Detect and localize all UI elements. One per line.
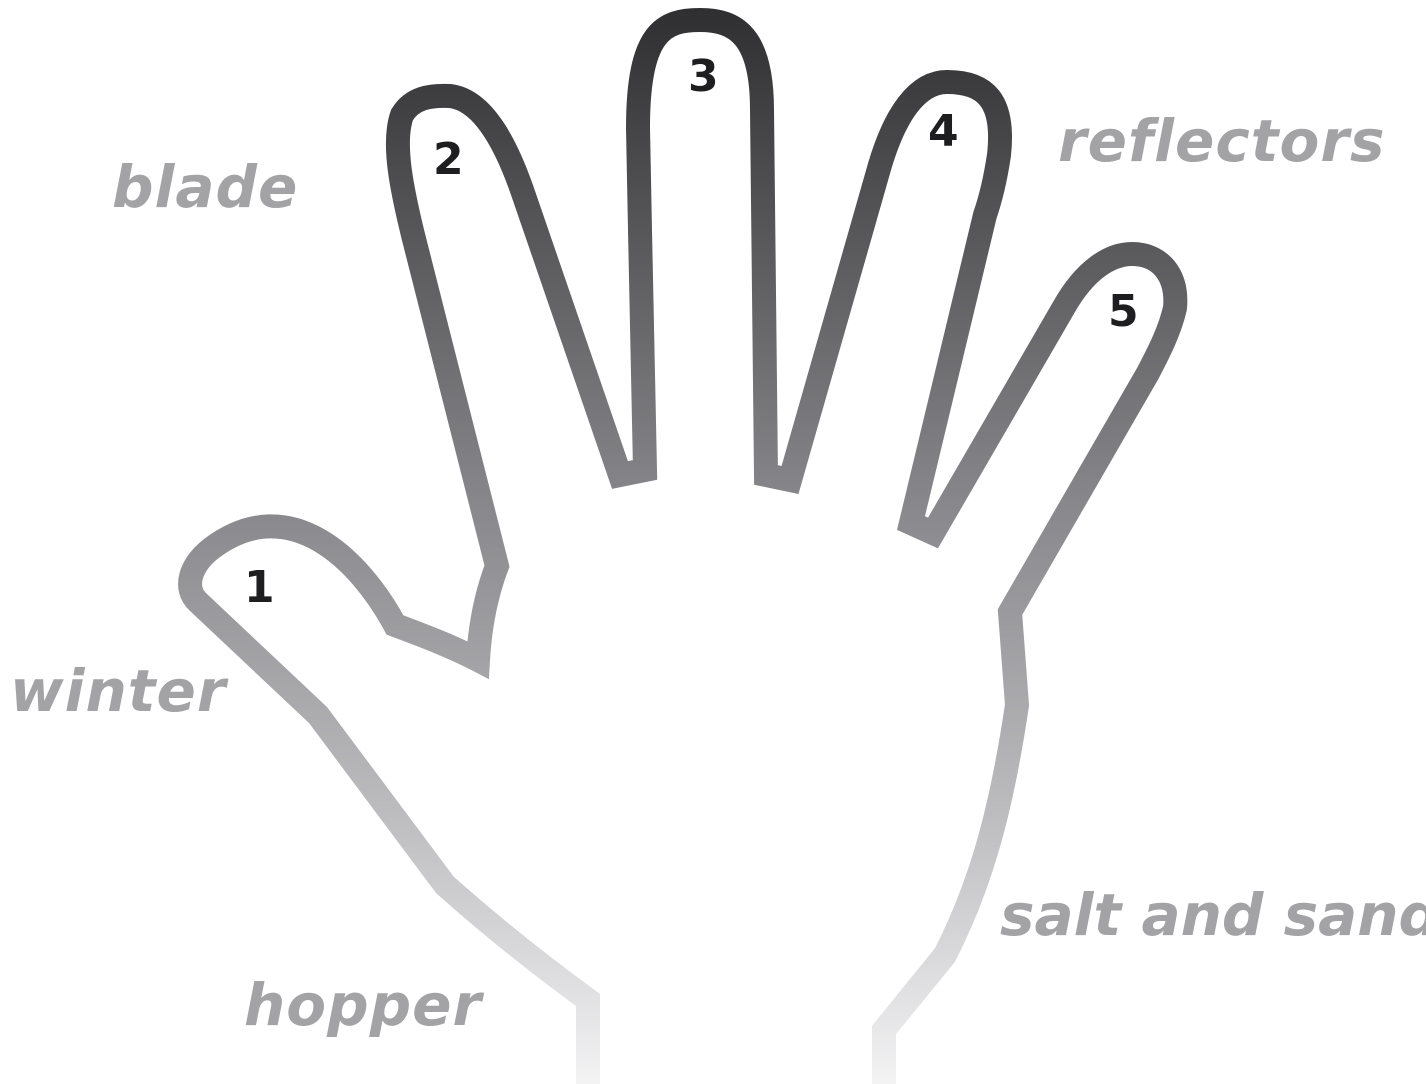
label-winter: winter <box>10 662 226 720</box>
label-hopper: hopper <box>244 976 482 1034</box>
finger-number-4: 4 <box>928 110 959 154</box>
finger-number-3: 3 <box>688 55 719 99</box>
finger-number-5: 5 <box>1108 290 1139 334</box>
finger-number-2: 2 <box>433 138 464 182</box>
label-blade: blade <box>112 158 298 216</box>
label-reflectors: reflectors <box>1058 112 1385 170</box>
label-salt-and-sand: salt and sand <box>1000 886 1426 944</box>
finger-number-1: 1 <box>244 566 275 610</box>
